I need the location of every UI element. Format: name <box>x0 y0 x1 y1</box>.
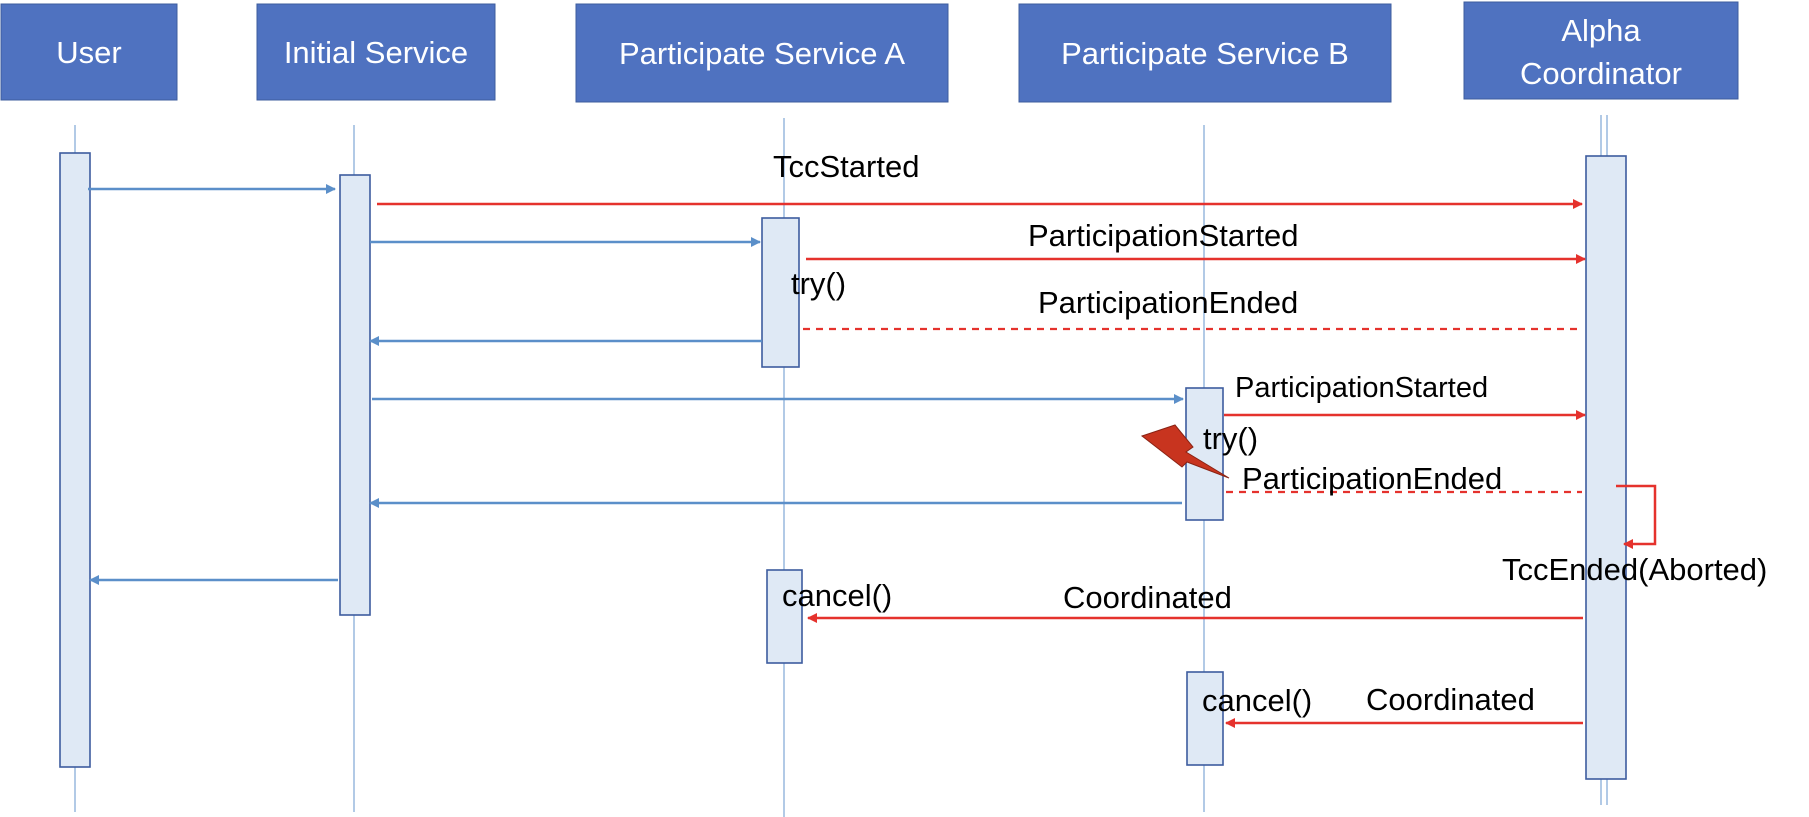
participant-service-a-label: Participate Service A <box>619 36 905 71</box>
participant-user: User <box>0 3 178 101</box>
label-participation-started-a: ParticipationStarted <box>1028 218 1299 253</box>
activation-initial-service <box>339 174 371 616</box>
label-try-a: try() <box>791 266 846 301</box>
participant-initial-service-label: Initial Service <box>284 35 468 70</box>
label-participation-ended-b: ParticipationEnded <box>1242 461 1502 496</box>
participant-coordinator-label-line1: Alpha <box>1561 13 1641 48</box>
label-try-b: try() <box>1203 421 1258 456</box>
participant-service-b: Participate Service B <box>1018 3 1392 103</box>
participant-user-label: User <box>56 35 121 70</box>
label-cancel-a: cancel() <box>782 578 892 613</box>
lightning-bolt-icon <box>1140 424 1230 479</box>
participant-alpha-coordinator: Alpha Coordinator <box>1463 1 1739 100</box>
participant-service-b-label: Participate Service B <box>1061 36 1349 71</box>
activation-service-a-try <box>761 217 800 368</box>
activation-coordinator <box>1585 155 1627 780</box>
label-participation-started-b: ParticipationStarted <box>1235 372 1488 404</box>
label-coordinated-a: Coordinated <box>1063 580 1232 615</box>
activation-service-b-try <box>1185 387 1224 521</box>
label-coordinated-b: Coordinated <box>1366 682 1535 717</box>
activation-service-b-cancel <box>1186 671 1224 766</box>
label-tcc-ended: TccEnded(Aborted) <box>1502 552 1767 587</box>
participant-coordinator-label-line2: Coordinator <box>1520 56 1682 91</box>
participant-initial-service: Initial Service <box>256 3 496 101</box>
label-cancel-b: cancel() <box>1202 683 1312 718</box>
activation-service-a-cancel <box>766 569 803 664</box>
participant-service-a: Participate Service A <box>575 3 949 103</box>
label-participation-ended-a: ParticipationEnded <box>1038 285 1298 320</box>
label-tcc-started: TccStarted <box>773 149 919 184</box>
arrow-tcc-ended-self <box>1616 484 1657 549</box>
activation-user <box>59 152 91 768</box>
